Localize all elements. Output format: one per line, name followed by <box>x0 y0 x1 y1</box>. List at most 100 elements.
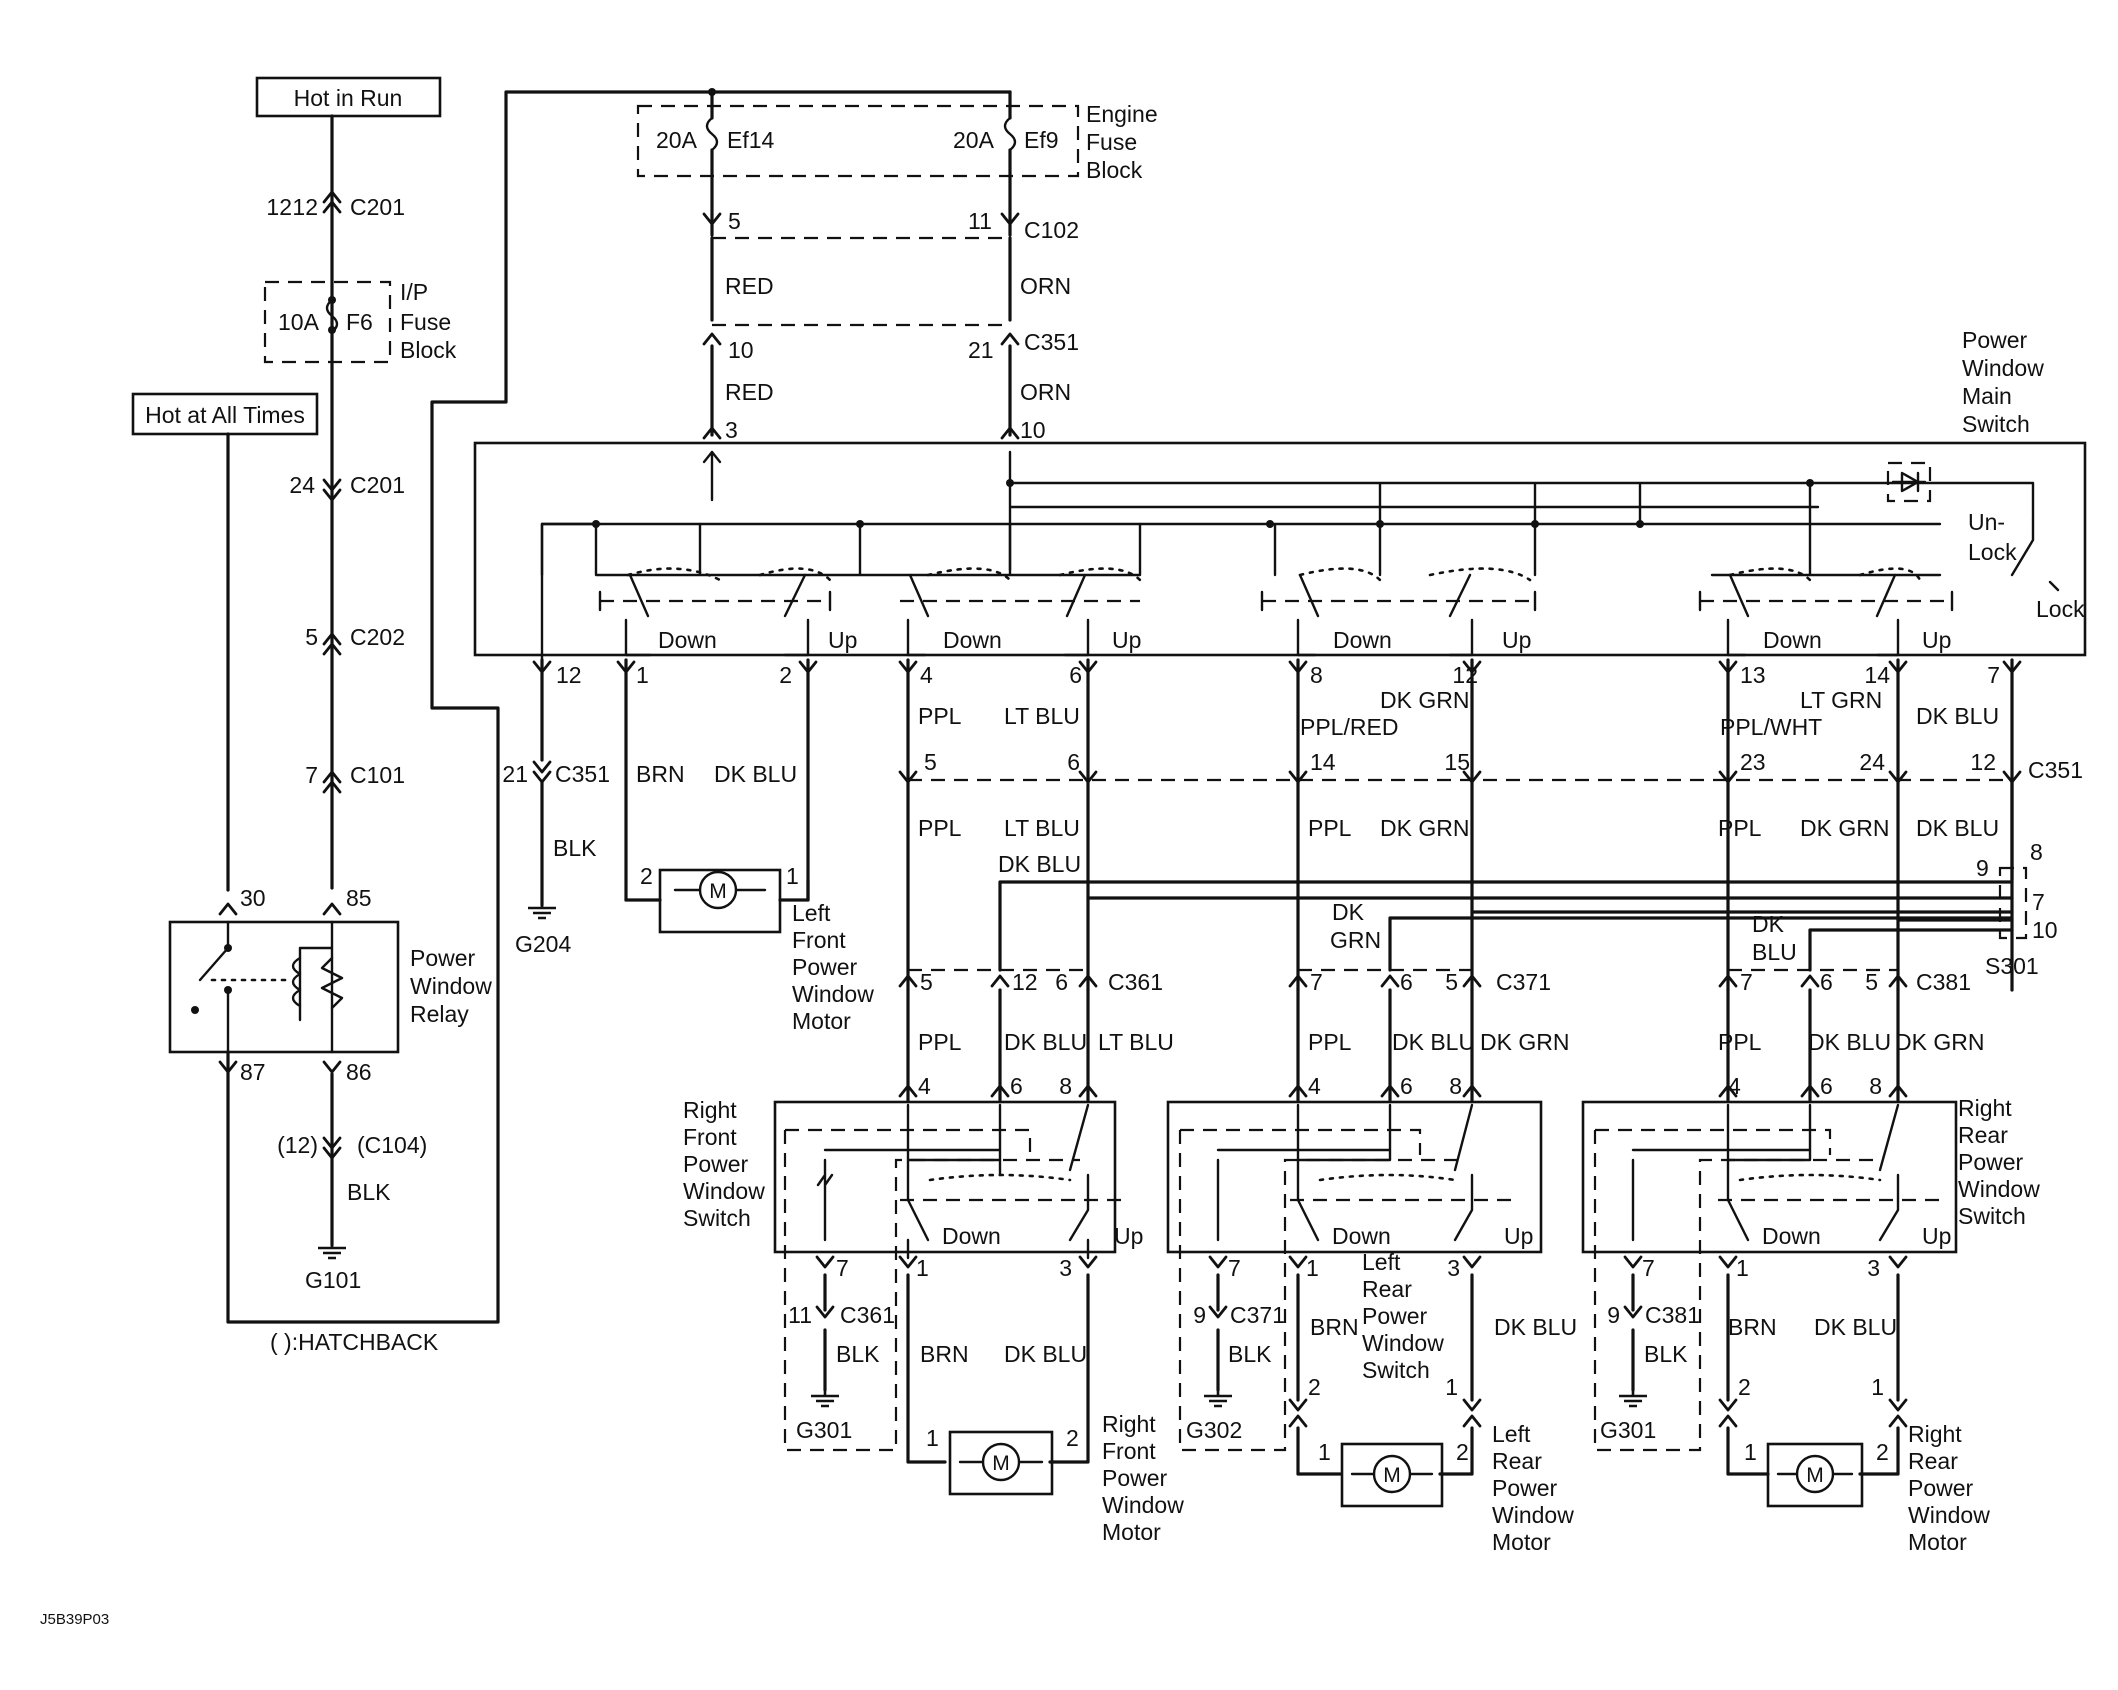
svg-text:11: 11 <box>788 1302 812 1328</box>
svg-text:Motor: Motor <box>1102 1519 1161 1545</box>
power-source-and-relay: Hot in Run Hot at All Times 12 12 C201 1… <box>131 76 1012 1355</box>
svg-text:Power: Power <box>1908 1475 1974 1501</box>
svg-text:Down: Down <box>1762 1223 1821 1249</box>
svg-text:6: 6 <box>1055 969 1068 995</box>
svg-text:12: 12 <box>1012 969 1038 995</box>
svg-text:6: 6 <box>1400 1073 1413 1099</box>
svg-text:DK: DK <box>1752 911 1785 937</box>
svg-text:9: 9 <box>1976 855 1989 881</box>
svg-text:DK: DK <box>1332 899 1365 925</box>
svg-text:1: 1 <box>786 863 799 889</box>
c201-top-label: C201 <box>350 194 405 220</box>
svg-text:BRN: BRN <box>1728 1314 1777 1340</box>
svg-text:GRN: GRN <box>1330 927 1381 953</box>
svg-text:Rear: Rear <box>1362 1276 1412 1302</box>
svg-text:DK BLU: DK BLU <box>1004 1341 1087 1367</box>
svg-text:G204: G204 <box>515 931 571 957</box>
svg-text:C351: C351 <box>1024 329 1079 355</box>
svg-text:10: 10 <box>1020 417 1046 443</box>
right-rear-motor <box>1766 1442 1864 1508</box>
svg-text:Lock: Lock <box>1968 539 2017 565</box>
svg-text:10: 10 <box>728 337 754 363</box>
svg-text:Up: Up <box>1112 627 1141 653</box>
svg-text:Power: Power <box>683 1151 749 1177</box>
hatchback-note: ( ):HATCHBACK <box>270 1329 439 1355</box>
svg-text:Switch: Switch <box>1958 1203 2026 1229</box>
svg-text:Up: Up <box>1922 1223 1951 1249</box>
svg-text:24: 24 <box>1859 749 1885 775</box>
svg-text:Power: Power <box>792 954 858 980</box>
svg-text:8: 8 <box>1449 1073 1462 1099</box>
svg-text:DK BLU: DK BLU <box>1808 1029 1891 1055</box>
svg-text:13: 13 <box>1740 662 1766 688</box>
svg-text:Up: Up <box>1114 1223 1143 1249</box>
svg-text:Down: Down <box>1763 627 1822 653</box>
svg-text:7: 7 <box>305 762 318 788</box>
door-motors: M M M 1 2 1 2 1 2 Right Front Power Wind… <box>926 1411 1990 1555</box>
svg-text:Engine: Engine <box>1086 101 1158 127</box>
svg-text:3: 3 <box>1867 1255 1880 1281</box>
svg-text:BRN: BRN <box>636 761 685 787</box>
main-switch-contacts <box>598 567 1954 657</box>
svg-text:BRN: BRN <box>920 1341 969 1367</box>
svg-text:9: 9 <box>1607 1302 1620 1328</box>
svg-text:3: 3 <box>1447 1255 1460 1281</box>
svg-text:1: 1 <box>1736 1255 1749 1281</box>
svg-text:Window: Window <box>792 981 874 1007</box>
svg-text:7: 7 <box>1642 1255 1655 1281</box>
svg-text:Front: Front <box>792 927 846 953</box>
svg-text:Window: Window <box>1908 1502 1990 1528</box>
svg-text:M: M <box>1383 1464 1401 1487</box>
svg-text:LT BLU: LT BLU <box>1004 815 1080 841</box>
svg-text:Down: Down <box>1332 1223 1391 1249</box>
svg-text:6: 6 <box>1820 969 1833 995</box>
svg-text:PPL/RED: PPL/RED <box>1300 714 1398 740</box>
svg-text:Down: Down <box>658 627 717 653</box>
svg-text:Switch: Switch <box>683 1205 751 1231</box>
svg-text:12: 12 <box>556 662 582 688</box>
svg-text:M: M <box>709 880 727 903</box>
svg-text:6: 6 <box>1820 1073 1833 1099</box>
svg-text:1: 1 <box>1871 1374 1884 1400</box>
svg-text:DK BLU: DK BLU <box>1392 1029 1475 1055</box>
svg-text:4: 4 <box>1728 1073 1741 1099</box>
svg-text:9: 9 <box>1193 1302 1206 1328</box>
svg-text:DK BLU: DK BLU <box>1916 703 1999 729</box>
svg-text:C371: C371 <box>1496 969 1551 995</box>
svg-text:BLU: BLU <box>1752 939 1797 965</box>
svg-text:2: 2 <box>1738 1374 1751 1400</box>
svg-text:Block: Block <box>1086 157 1143 183</box>
svg-text:1: 1 <box>916 1255 929 1281</box>
svg-text:Front: Front <box>683 1124 737 1150</box>
svg-text:Left: Left <box>1492 1421 1531 1447</box>
engine-fuse-block: 20A Ef14 20A Ef9 Engine Fuse Block 5 11 … <box>636 88 1158 443</box>
svg-text:PPL: PPL <box>1308 815 1352 841</box>
svg-text:Up: Up <box>1922 627 1951 653</box>
svg-text:1: 1 <box>1445 1374 1458 1400</box>
svg-text:PPL: PPL <box>1718 1029 1762 1055</box>
svg-text:DK GRN: DK GRN <box>1800 815 1889 841</box>
svg-text:14: 14 <box>1310 749 1336 775</box>
svg-text:C202: C202 <box>350 624 405 650</box>
svg-text:2: 2 <box>1456 1439 1469 1465</box>
svg-text:BLK: BLK <box>1228 1341 1272 1367</box>
svg-text:Power: Power <box>1492 1475 1558 1501</box>
svg-text:Window: Window <box>1958 1176 2040 1202</box>
svg-text:C102: C102 <box>1024 217 1079 243</box>
main-switch-outputs: 12 1 2 4 6 8 12 13 14 7 21 C351 BLK G204… <box>502 658 2022 1034</box>
svg-text:12: 12 <box>1452 662 1478 688</box>
svg-text:Up: Up <box>1502 627 1531 653</box>
svg-text:1: 1 <box>926 1425 939 1451</box>
svg-text:12: 12 <box>266 194 292 220</box>
svg-text:Up: Up <box>828 627 857 653</box>
svg-text:Ef9: Ef9 <box>1024 127 1059 153</box>
svg-text:5: 5 <box>1445 969 1458 995</box>
svg-text:20A: 20A <box>953 127 995 153</box>
svg-text:Fuse: Fuse <box>400 309 451 335</box>
svg-text:1: 1 <box>1306 1255 1319 1281</box>
svg-text:PPL/WHT: PPL/WHT <box>1720 714 1822 740</box>
diagram-id: J5B39P03 <box>40 1611 109 1628</box>
power-window-relay <box>168 920 400 1054</box>
svg-text:21: 21 <box>968 337 994 363</box>
